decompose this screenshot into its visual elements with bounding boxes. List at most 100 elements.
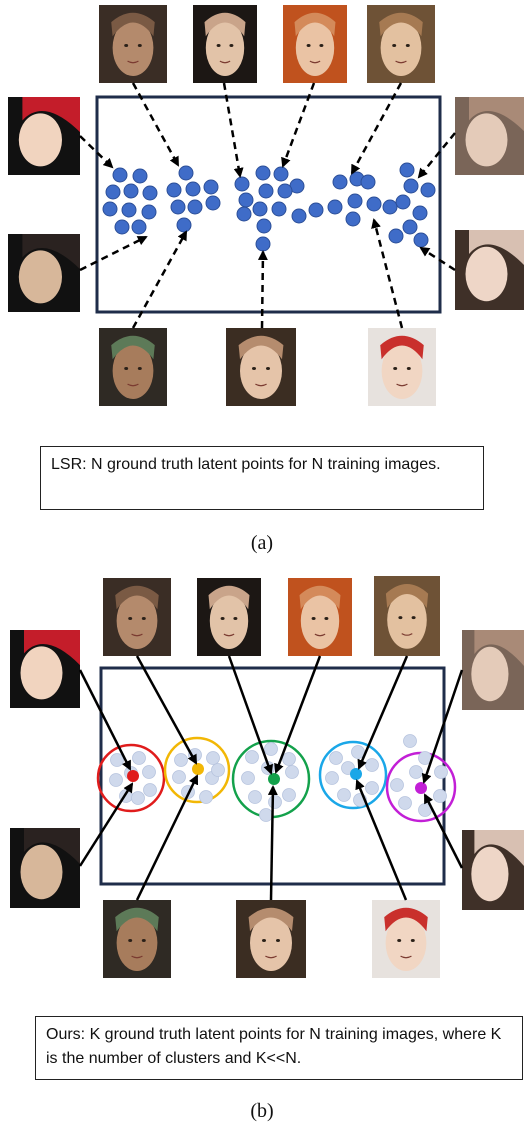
latent-point	[205, 195, 221, 211]
face-woman-glasses-phone-image	[372, 900, 440, 978]
arrow-b-face9	[135, 774, 199, 901]
arrow-a-face9	[131, 230, 188, 329]
latent-point	[170, 199, 186, 215]
latent-point	[255, 236, 271, 252]
arrow-b-face6	[421, 669, 464, 784]
face-bald-woman-profile-image	[455, 97, 524, 175]
panel-b	[10, 576, 524, 978]
face-woman-glasses-phone-image	[368, 328, 436, 406]
latent-point	[337, 788, 351, 802]
face-boy-bangs-image	[193, 5, 257, 83]
latent-point	[360, 174, 376, 190]
latent-point	[256, 218, 272, 234]
face-man-short-hair-image	[103, 578, 171, 656]
caption-a: LSR: N ground truth latent points for N …	[40, 446, 484, 510]
cluster-4	[318, 740, 388, 810]
arrow-a-face11	[371, 218, 404, 329]
latent-point	[143, 783, 157, 797]
face-red-cap-profile-image	[10, 630, 80, 708]
face-dark-hair-profile-image	[10, 828, 80, 908]
arrow-a-face1	[131, 82, 180, 167]
face-redhead-woman-image	[283, 5, 347, 83]
arrow-a-face3	[281, 82, 316, 168]
face-asian-man-image	[99, 328, 167, 406]
latent-point	[245, 750, 259, 764]
cluster-center	[268, 773, 280, 785]
latent-point	[382, 199, 398, 215]
arrow-a-face8	[419, 246, 456, 272]
cluster-center	[192, 763, 204, 775]
latent-point	[264, 742, 278, 756]
latent-point	[329, 751, 343, 765]
latent-point	[291, 208, 307, 224]
face-young-man-image	[236, 900, 306, 978]
arrow-a-face2	[222, 82, 244, 178]
latent-point	[365, 758, 379, 772]
latent-point	[199, 790, 213, 804]
caption-b-text: Ours: K ground truth latent points for N…	[46, 1026, 502, 1067]
latent-point	[399, 162, 415, 178]
latent-point	[248, 790, 262, 804]
latent-point	[365, 781, 379, 795]
cluster-1	[96, 743, 166, 813]
arrow-b-face11	[355, 779, 408, 901]
latent-point	[398, 796, 412, 810]
latent-point	[409, 765, 423, 779]
arrow-b-face10	[267, 785, 278, 901]
latent-point	[132, 168, 148, 184]
latent-point	[255, 165, 271, 181]
latent-point	[241, 771, 255, 785]
latent-point	[252, 201, 268, 217]
latent-point	[206, 751, 220, 765]
arrow-b-face8	[423, 793, 464, 869]
cluster-center	[415, 782, 427, 794]
arrow-b-face4	[357, 655, 409, 770]
latent-point	[273, 166, 289, 182]
face-woman-profile-right-image	[462, 830, 524, 910]
arrow-a-face4	[350, 82, 403, 175]
latent-point	[403, 178, 419, 194]
cluster-center	[127, 770, 139, 782]
face-asian-man-image	[103, 900, 171, 978]
arrow-b-face5	[78, 669, 132, 771]
latent-point	[420, 182, 436, 198]
latent-point	[211, 763, 225, 777]
caption-a-text: LSR: N ground truth latent points for N …	[51, 456, 441, 473]
latent-point	[433, 789, 447, 803]
cluster-boundary	[96, 743, 166, 813]
face-man-short-hair-image	[99, 5, 167, 83]
latent-point	[110, 753, 124, 767]
cluster-2	[163, 736, 231, 804]
latent-point	[131, 791, 145, 805]
latent-point	[234, 176, 250, 192]
latent-point	[285, 765, 299, 779]
face-woman-profile-right-image	[455, 230, 524, 310]
latent-point	[403, 734, 417, 748]
latent-space-frame-a	[95, 95, 442, 314]
latent-point	[174, 753, 188, 767]
arrow-b-face3	[274, 655, 322, 774]
arrow-a-face7	[79, 235, 148, 272]
latent-point	[142, 765, 156, 779]
cluster-5	[385, 734, 457, 823]
latent-point	[390, 778, 404, 792]
arrow-b-face2	[227, 655, 274, 775]
latent-point	[203, 179, 219, 195]
latent-point	[325, 771, 339, 785]
latent-point	[123, 183, 139, 199]
latent-point	[277, 183, 293, 199]
latent-point	[142, 185, 158, 201]
face-bald-woman-profile-image	[462, 630, 524, 710]
latent-point	[105, 184, 121, 200]
latent-point	[178, 165, 194, 181]
latent-point	[166, 182, 182, 198]
latent-point	[413, 232, 429, 248]
latent-point	[109, 773, 123, 787]
latent-point	[114, 219, 130, 235]
latent-point	[185, 181, 201, 197]
face-redhead-woman-image	[288, 578, 352, 656]
arrow-a-face5	[79, 135, 114, 169]
latent-point	[132, 751, 146, 765]
latent-point	[402, 219, 418, 235]
